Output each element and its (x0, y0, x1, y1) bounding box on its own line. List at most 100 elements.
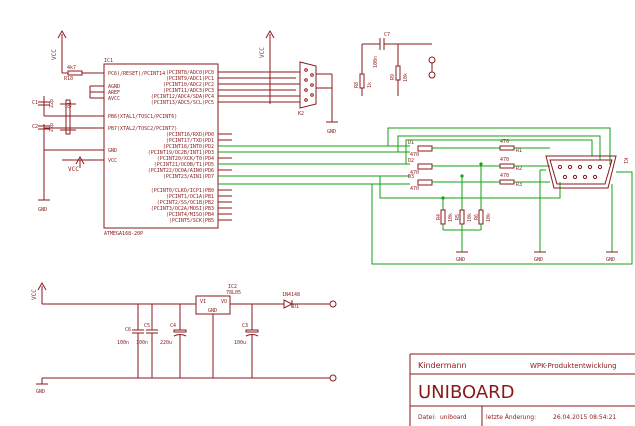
k2-label: K2 (298, 111, 304, 117)
ic1-left-pin: PB7(XTAL2/TOSC2/PCINT7) (108, 126, 177, 132)
capacitor-c7: 100n C7 (373, 32, 390, 68)
resistor-r6: R6 10k (474, 164, 492, 230)
gnd-symbol-1: GND (38, 199, 50, 213)
r3-ref: R3 (516, 182, 522, 188)
vcc-label-middle: VCC (259, 47, 266, 58)
capacitor-c4: C4 220u (160, 304, 187, 378)
r3-value: 470 (500, 173, 509, 179)
ic1-right-pin: (PCINT20/XCK/T0)PD4 (157, 156, 214, 162)
r4-value: 10k (448, 213, 454, 222)
k1-pin (557, 164, 563, 170)
k1-pin (587, 164, 593, 170)
k1-pin (597, 164, 603, 170)
d3-value: 470 (410, 186, 419, 192)
diode-input: 1N4148 D1 (282, 292, 300, 310)
resistor-r8: R8 1k (354, 44, 373, 96)
gnd-label-psu: GND (36, 389, 45, 395)
c7-value: 100n (373, 56, 379, 68)
r1-value: 470 (500, 139, 509, 145)
q1-label: Q1 (67, 102, 73, 108)
ic1-left-pin: AVCC (108, 96, 120, 102)
capacitor-c2: C2 22p (32, 123, 76, 140)
c5-ref: C5 (144, 323, 150, 329)
ic1-left-pin: VCC (108, 158, 117, 164)
c2-value: 22p (49, 123, 55, 132)
title-block: Kindermann WPK-Produktentwicklung UNIBOA… (409, 353, 635, 426)
resistor-r9: R9 10k (390, 65, 409, 96)
d1-ref: D1 (408, 140, 414, 146)
vcc-symbol-ic1: VCC (62, 155, 104, 173)
resistor-r1: 470 R1 (499, 139, 522, 154)
gnd-label-1: GND (38, 207, 47, 213)
c4-ref: C4 (170, 323, 176, 329)
title-changed-date: 26.04.2015 08:54:21 (553, 414, 616, 421)
ic1-value: ATMEGA168-20P (104, 231, 143, 237)
gnd-label-k2: GND (327, 129, 336, 135)
r10-ref: R10 (64, 76, 73, 82)
vcc-label-psu: VCC (31, 289, 38, 300)
ic2-ref: IC2 (228, 284, 237, 290)
ic1-right-pin: (PCINT9/ADC1)PC1 (166, 76, 214, 82)
ic1-right-pin: (PCINT8/ADC0)PC0 (166, 70, 214, 76)
r6-ref: R6 (474, 214, 480, 220)
r9-ref: R9 (390, 74, 396, 80)
r5-value: 10k (467, 213, 473, 222)
connector-k2: K2 (298, 61, 317, 117)
ic1-right-pin: (PCINT19/OC2B/INT1)PD3 (148, 150, 214, 156)
diode-d1: D1 470 (408, 140, 433, 158)
r5-ref: R5 (455, 214, 461, 220)
d1-value: 470 (410, 152, 419, 158)
terminal-top (428, 56, 436, 64)
gnd-label-k1a: GND (534, 257, 543, 263)
vcc-label-left: VCC (51, 49, 58, 60)
r8-ref: R8 (354, 82, 360, 88)
ic1-left-pin: PB6(XTAL1/TOSC1/PCINT6) (108, 114, 177, 120)
ic1-left-pin: AGND (108, 84, 120, 90)
r10-value: 4k7 (67, 65, 76, 71)
ic1-left-pin: PC6(/RESET)/PCINT14 (108, 71, 165, 77)
resistor-r10: 4k7 R10 (61, 65, 104, 82)
c4-value: 220u (160, 340, 172, 346)
ic2-vi: VI (200, 299, 206, 305)
d2-ref: D2 (408, 158, 414, 164)
ic1-right-pin: (PCINT18/INT0)PD2 (163, 144, 214, 150)
k1-pin (567, 164, 573, 170)
r6-value: 10k (486, 213, 492, 222)
ic1-left-pin: AREF (108, 90, 120, 96)
d3-ref: D3 (408, 174, 414, 180)
ic2-value: 78L05 (226, 290, 241, 296)
ic1-left-pin: GND (108, 148, 117, 154)
capacitor-c6: C6 100n (117, 304, 144, 378)
c6-value: 100n (117, 340, 129, 346)
c3-ref: C3 (242, 323, 248, 329)
title-author: Kindermann (418, 361, 467, 370)
ic1-right-pin: (PCINT11/ADC3)PC3 (163, 88, 214, 94)
ic1-right-pin: (PCINT4/MISO)PB4 (166, 212, 214, 218)
ic1-right-pin: (PCINT22/OC0A/AIN0)PD6 (148, 168, 214, 174)
title-main: UNIBOARD (418, 382, 515, 403)
ic1-atmega: IC1 ATMEGA168-20P PC6(/RESET)/PCINT14AGN… (103, 58, 232, 237)
k1-label: K1 (622, 158, 628, 164)
title-project: WPK-Produktentwicklung (530, 362, 617, 370)
title-file-name: uniboard (440, 414, 467, 421)
r2-value: 470 (500, 157, 509, 163)
ic1-right-pin: (PCINT23/AIN1)PD7 (163, 174, 214, 180)
r4-ref: R4 (436, 214, 442, 220)
resistor-r2: 470 R2 (499, 157, 522, 172)
ic1-right-pin: (PCINT17/TXD)PD1 (166, 138, 214, 144)
k1-pin (577, 164, 583, 170)
d-in-value: 1N4148 (282, 292, 300, 298)
ic1-right-pin: (PCINT13/ADC5/SCL)PC5 (151, 100, 214, 106)
c5-value: 100n (136, 340, 148, 346)
title-changed-label: letzte Änderung: (486, 414, 536, 421)
ic1-right-pin: (PCINT16/RXD)PD0 (166, 132, 214, 138)
capacitor-c5: C5 100n (136, 304, 158, 378)
vcc-symbol-left: VCC (51, 29, 67, 66)
ic1-right-pin: (PCINT12/ADC4/SDA)PC4 (151, 94, 214, 100)
ic2-vo: VO (221, 299, 227, 305)
c3-value: 100u (234, 340, 246, 346)
vcc-symbol-middle: VCC (259, 29, 275, 66)
capacitor-c3: C3 100u (234, 304, 259, 378)
d2-value: 470 (410, 170, 419, 176)
